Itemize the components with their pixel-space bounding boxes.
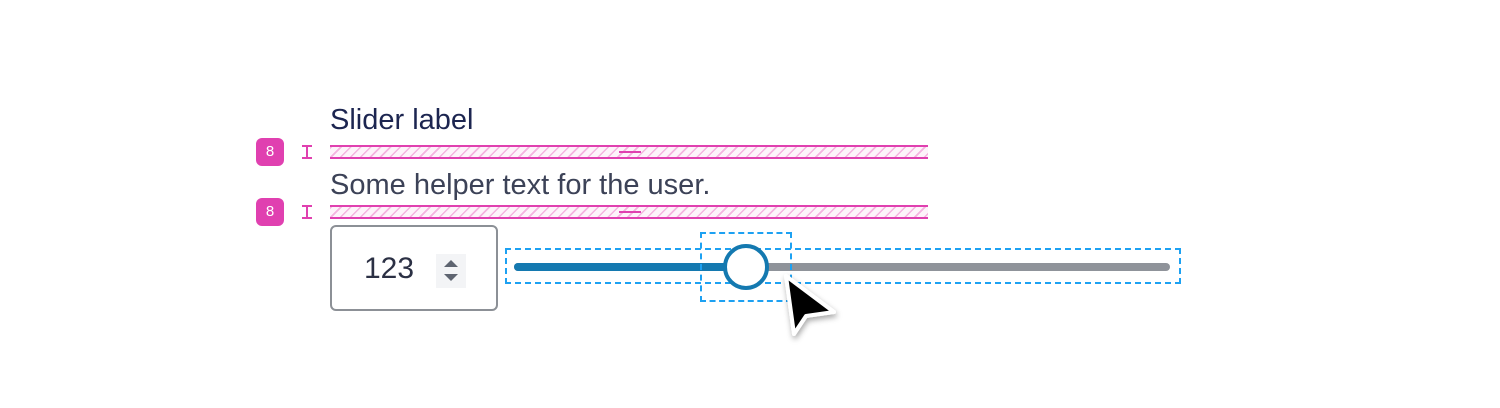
spacing-badge: 8 [256,198,284,226]
i-beam-spacing-icon [302,145,312,159]
slider-helper-text: Some helper text for the user. [330,169,711,201]
slider-value-input[interactable]: 123 [330,225,498,311]
spacing-indicator [330,205,928,219]
up-down-stepper-icon[interactable] [436,254,466,288]
mouse-pointer-icon [784,274,836,336]
i-beam-spacing-icon [302,205,312,219]
spacing-badge: 8 [256,138,284,166]
slider-thumb-focus-outline [700,232,792,302]
slider-label: Slider label [330,104,474,136]
slider-thumb[interactable] [723,244,769,290]
slider-track[interactable] [514,263,1170,271]
stepper-up-icon[interactable] [444,260,458,267]
slider-track-fill [514,263,746,271]
slider-value: 123 [364,252,415,285]
slider-track-focus-outline [505,248,1181,284]
stepper-down-icon[interactable] [444,274,458,281]
spacing-indicator [330,145,928,159]
